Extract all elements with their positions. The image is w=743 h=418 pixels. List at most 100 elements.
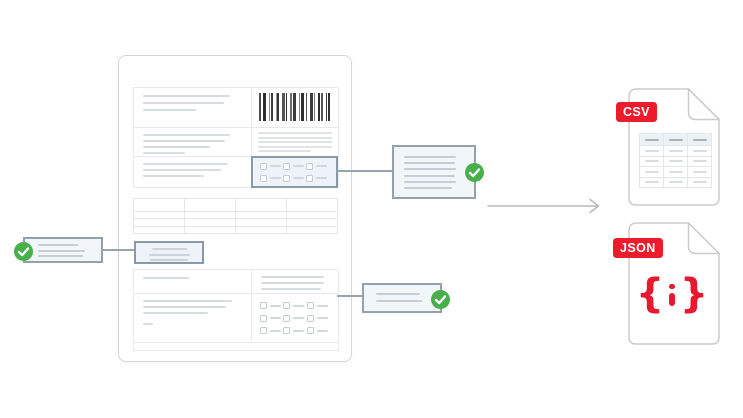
- placeholder-text: [134, 128, 251, 156]
- csv-table-cell: [664, 156, 688, 167]
- placeholder-text: [252, 270, 338, 293]
- placeholder-line: [143, 146, 211, 148]
- open-brace-glyph: {: [635, 271, 665, 317]
- highlighted-checkbox-region: [251, 156, 338, 188]
- placeholder-line: [151, 248, 187, 250]
- placeholder-line: [316, 317, 328, 319]
- placeholder-line: [376, 293, 421, 295]
- checkbox-item: [306, 302, 330, 309]
- placeholder-line: [38, 244, 78, 246]
- table-cell: [185, 212, 236, 220]
- address-text-block: [134, 128, 252, 157]
- placeholder-line: [692, 170, 707, 173]
- document-footer-section: [133, 269, 339, 351]
- placeholder-text: [134, 270, 251, 286]
- placeholder-line: [293, 329, 305, 332]
- table-cell: [236, 226, 287, 235]
- curly-braces-icon: { }: [636, 273, 708, 315]
- connector-line-top-right: [337, 170, 392, 172]
- placeholder-line: [668, 149, 683, 152]
- placeholder-line: [258, 145, 332, 148]
- placeholder-line: [143, 134, 231, 136]
- footer-checkbox-block: [252, 294, 339, 343]
- reference-text-block: [134, 157, 252, 188]
- checkbox-item: [306, 162, 329, 170]
- table-cell: [236, 212, 287, 220]
- placeholder-line: [376, 300, 423, 302]
- placeholder-line: [261, 276, 324, 278]
- checkbox-item: [260, 302, 283, 309]
- csv-table-cell: [640, 167, 664, 178]
- placeholder-line: [261, 288, 321, 290]
- checkbox-icon: [306, 302, 314, 309]
- json-badge: JSON: [613, 238, 663, 258]
- placeholder-text: [134, 294, 251, 331]
- placeholder-line: [293, 165, 304, 167]
- highlighted-note-region: [134, 241, 204, 264]
- table-cell: [134, 219, 185, 227]
- placeholder-line: [143, 109, 197, 111]
- placeholder-line: [270, 317, 281, 319]
- csv-table-cell: [688, 167, 712, 178]
- footer-summary-block: [252, 270, 339, 294]
- checkmark-glyph: [17, 246, 30, 256]
- table-cell: [134, 212, 185, 220]
- placeholder-line: [644, 160, 659, 163]
- checkbox-item: [306, 314, 330, 322]
- placeholder-line: [38, 249, 86, 252]
- table-header-cell: [236, 199, 287, 212]
- placeholder-line: [143, 300, 233, 302]
- csv-table-cell: [664, 146, 688, 157]
- footer-label-block: [134, 270, 252, 294]
- placeholder-line: [644, 149, 659, 152]
- spreadsheet-table-icon: [639, 133, 712, 188]
- table-cell: [134, 226, 185, 235]
- placeholder-line: [270, 329, 281, 332]
- placeholder-line: [143, 175, 205, 177]
- annotation-callout-top-right: [392, 145, 484, 199]
- placeholder-line: [258, 141, 332, 143]
- placeholder-line: [668, 138, 683, 141]
- placeholder-text: [136, 243, 202, 266]
- connector-line-left: [103, 249, 134, 251]
- placeholder-line: [316, 329, 328, 332]
- placeholder-line: [692, 138, 707, 141]
- barcode-block: [252, 88, 339, 128]
- table-cell: [185, 226, 236, 235]
- placeholder-line: [668, 170, 683, 173]
- csv-table-cell: [688, 177, 712, 188]
- placeholder-text: [252, 128, 338, 156]
- placeholder-line: [143, 306, 227, 308]
- check-icon: [431, 289, 450, 309]
- details-text-block: [252, 128, 339, 157]
- csv-table-header-cell: [640, 134, 664, 146]
- placeholder-line: [270, 165, 281, 167]
- placeholder-line: [293, 304, 305, 307]
- checkbox-icon: [260, 314, 267, 322]
- checkbox-item: [260, 162, 283, 170]
- checkbox-item: [283, 327, 306, 334]
- checkbox-item: [260, 314, 283, 322]
- placeholder-line: [258, 150, 312, 152]
- placeholder-line: [668, 181, 683, 184]
- bar-glyph: [669, 293, 675, 307]
- placeholder-line: [692, 160, 707, 163]
- placeholder-line: [644, 170, 659, 173]
- checkbox-item: [283, 174, 306, 182]
- checkbox-item: [283, 162, 306, 170]
- table-cell: [287, 219, 338, 227]
- barcode-icon: [259, 93, 333, 121]
- placeholder-line: [261, 282, 324, 284]
- checkbox-item: [283, 314, 306, 322]
- checkbox-icon: [283, 314, 291, 322]
- annotation-callout-bottom-right: [362, 283, 450, 313]
- placeholder-line: [258, 132, 332, 134]
- placeholder-line: [404, 162, 455, 165]
- checkbox-icon: [306, 162, 313, 170]
- checkbox-item: [306, 174, 329, 182]
- checkmark-glyph: [468, 168, 481, 178]
- placeholder-line: [143, 277, 189, 279]
- table-cell: [236, 219, 287, 227]
- placeholder-text: [394, 147, 474, 198]
